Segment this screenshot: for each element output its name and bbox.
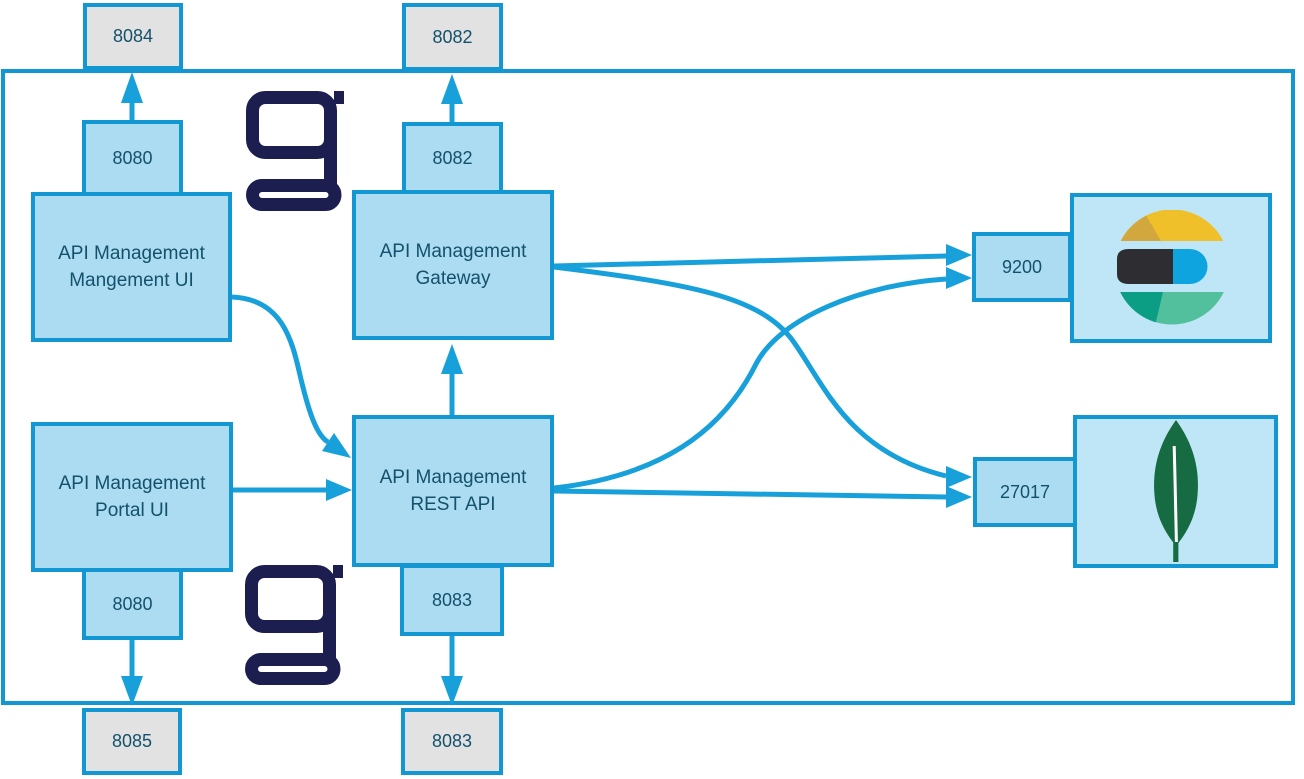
port-mongodb: 27017: [973, 457, 1077, 527]
node-management-ui: API Management Mangement UI: [31, 192, 232, 342]
port-elasticsearch: 9200: [972, 232, 1072, 302]
node-rest-api-label-line2: REST API: [410, 494, 496, 515]
port-label: 9200: [1001, 256, 1043, 277]
node-gateway: API Management Gateway: [352, 190, 554, 340]
node-gateway-label-line1: API Management: [379, 241, 527, 262]
port-management-ui-external: 8084: [83, 3, 183, 70]
port-label: 8085: [111, 731, 153, 751]
node-rest-api-label-line1: API Management: [379, 467, 527, 488]
port-portal-ui-internal: 8080: [82, 568, 183, 640]
gravitee-logo-icon: [245, 565, 343, 685]
node-portal-ui-label-line2: Portal UI: [95, 500, 169, 521]
port-label: 8080: [112, 147, 153, 168]
port-gateway-external: 8082: [402, 3, 503, 71]
mongodb-logo-icon: [1154, 420, 1198, 562]
port-label: 27017: [999, 481, 1051, 502]
port-label: 8083: [431, 731, 473, 751]
node-gateway-label-line2: Gateway: [415, 268, 491, 289]
port-label: 8080: [112, 593, 153, 614]
port-label: 8082: [432, 26, 473, 47]
node-rest-api: API Management REST API: [352, 415, 554, 567]
port-label: 8083: [431, 589, 473, 610]
port-gateway-internal: 8082: [402, 122, 503, 194]
port-rest-api-internal: 8083: [400, 564, 504, 636]
gravitee-logo-icon: [246, 91, 344, 211]
node-management-ui-label-line1: API Management: [58, 243, 205, 264]
elasticsearch-logo-icon: [1117, 210, 1224, 325]
node-management-ui-label-line2: Mangement UI: [69, 270, 194, 291]
port-management-ui-internal: 8080: [82, 120, 183, 196]
port-label: 8082: [432, 147, 473, 168]
port-rest-api-external: 8083: [401, 708, 503, 775]
container-border: [1, 69, 1295, 705]
node-portal-ui: API Management Portal UI: [31, 422, 233, 572]
node-portal-ui-label-line1: API Management: [58, 473, 206, 494]
port-label: 8084: [112, 26, 154, 46]
port-portal-ui-external: 8085: [82, 708, 182, 775]
